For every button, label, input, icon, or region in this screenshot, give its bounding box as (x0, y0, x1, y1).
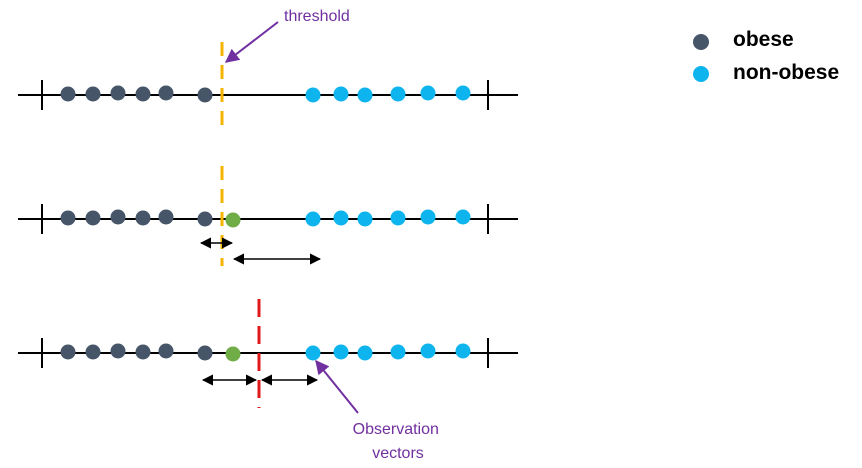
non-obese-point (420, 343, 436, 359)
obese-point (110, 209, 126, 225)
row-3: Observation vectors (18, 299, 518, 462)
obese-point (85, 210, 101, 226)
non-obese-point (357, 211, 373, 227)
observation-label-line1: Observation (353, 421, 439, 438)
obese-points (60, 209, 213, 227)
non-obese-point (305, 345, 321, 361)
dark-dot-icon (693, 34, 709, 50)
obese-point (110, 343, 126, 359)
obese-point (135, 344, 151, 360)
non-obese-points (305, 85, 471, 103)
obese-point (110, 85, 126, 101)
non-obese-points (305, 343, 471, 361)
new-observation-point (225, 346, 241, 362)
threshold-label: threshold (284, 8, 350, 25)
observation-pointer-arrow (315, 359, 359, 414)
non-obese-point (305, 211, 321, 227)
non-obese-points (305, 209, 471, 227)
obese-point (60, 86, 76, 102)
observation-label-line2: vectors (372, 445, 424, 462)
obese-point (197, 345, 213, 361)
non-obese-point (333, 210, 349, 226)
non-obese-point (357, 345, 373, 361)
non-obese-point (420, 209, 436, 225)
new-observation-point (225, 212, 241, 228)
obese-point (135, 210, 151, 226)
non-obese-point (420, 85, 436, 101)
legend-label-non-obese: non-obese (733, 61, 839, 84)
obese-point (85, 344, 101, 360)
non-obese-point (455, 209, 471, 225)
threshold-pointer-arrow (224, 21, 279, 63)
legend-label-obese: obese (733, 28, 794, 51)
cyan-dot-icon (693, 66, 709, 82)
obese-points (60, 343, 213, 361)
legend: obese non-obese (693, 28, 839, 84)
non-obese-point (357, 87, 373, 103)
obese-point (85, 86, 101, 102)
non-obese-point (333, 344, 349, 360)
non-obese-point (390, 210, 406, 226)
obese-point (60, 344, 76, 360)
obese-point (158, 85, 174, 101)
observation-label: Observation vectors (353, 421, 444, 462)
non-obese-point (333, 86, 349, 102)
obese-point (135, 86, 151, 102)
non-obese-point (455, 343, 471, 359)
non-obese-point (390, 86, 406, 102)
non-obese-point (390, 344, 406, 360)
row-2 (18, 166, 518, 266)
obese-point (197, 87, 213, 103)
obese-points (60, 85, 213, 103)
obese-point (158, 209, 174, 225)
obese-point (158, 343, 174, 359)
non-obese-point (305, 87, 321, 103)
obese-point (197, 211, 213, 227)
obese-point (60, 210, 76, 226)
row-1: threshold (18, 8, 518, 128)
non-obese-point (455, 85, 471, 101)
